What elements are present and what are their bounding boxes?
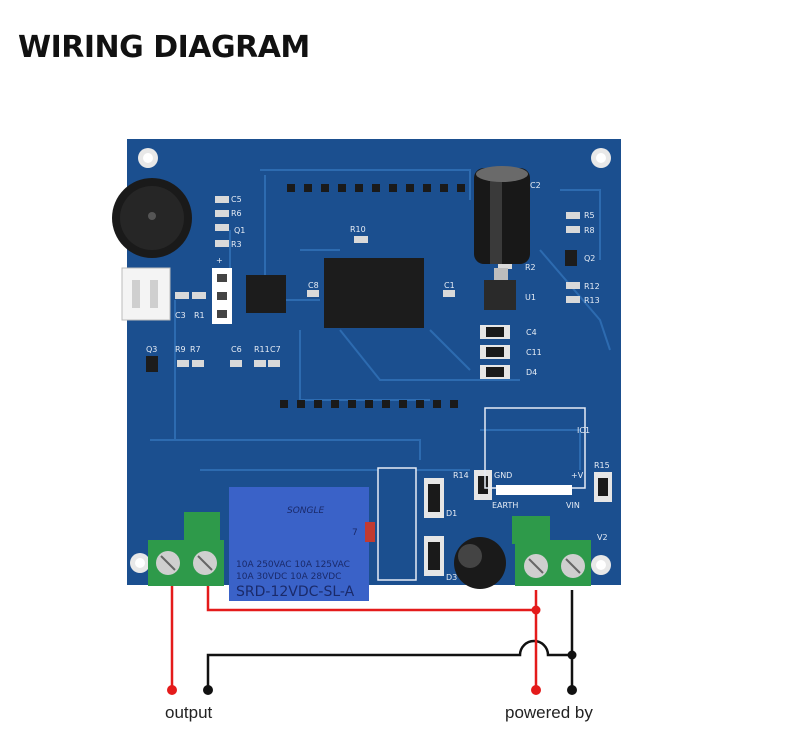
label-c8: C8 — [308, 281, 319, 290]
label-c7: C7 — [270, 345, 281, 354]
label-c6: C6 — [231, 345, 242, 354]
chips — [146, 250, 577, 372]
label-v2: V2 — [597, 533, 608, 542]
display-header-top — [287, 184, 465, 192]
pcb-traces — [150, 169, 611, 471]
label-d1: D1 — [446, 509, 457, 518]
label-gnd: GND — [494, 471, 512, 480]
power-black-terminal-dot — [567, 685, 577, 695]
relay-cert: 7 — [352, 528, 358, 538]
label-plusv: +V — [571, 471, 584, 480]
electrolytic-capacitor-d3 — [454, 537, 506, 589]
label-q2: Q2 — [584, 254, 595, 263]
pcb-board — [127, 139, 621, 585]
label-c2: C2 — [530, 181, 541, 190]
buzzer — [112, 178, 192, 258]
junction-black-dot — [567, 650, 577, 660]
label-u1: U1 — [525, 293, 536, 302]
label-r15: R15 — [594, 461, 610, 470]
jst-connector — [121, 267, 171, 321]
label-r3: R3 — [231, 240, 242, 249]
diodes — [424, 470, 612, 576]
label-c1: C1 — [444, 281, 455, 290]
silkscreen-labels: C5 R6 Q1 R3 + R10 C2 R5 R8 Q2 R2 U1 R12 … — [146, 181, 610, 582]
wire-output-black — [206, 639, 572, 690]
earth-strip — [496, 485, 572, 495]
output-label: output — [165, 703, 213, 722]
label-r11: R11 — [254, 345, 270, 354]
output-black-terminal-dot — [203, 685, 213, 695]
label-r14: R14 — [453, 471, 469, 480]
ix-module — [377, 467, 417, 581]
label-q3: Q3 — [146, 345, 157, 354]
label-c11: C11 — [526, 348, 542, 357]
label-d3: D3 — [446, 573, 457, 582]
label-r10: R10 — [350, 225, 366, 234]
label-r5: R5 — [584, 211, 595, 220]
electrolytic-capacitor-c2 — [474, 166, 530, 264]
relay: SONGLE 7 10A 250VAC 10A 125VAC 10A 30VDC… — [229, 487, 375, 601]
label-r8: R8 — [584, 226, 595, 235]
powered-by-label: powered by — [505, 703, 593, 722]
label-c5: C5 — [231, 195, 242, 204]
power-red-terminal-dot — [531, 685, 541, 695]
label-vin: VIN — [566, 501, 580, 510]
label-r1: R1 — [194, 311, 205, 320]
label-r6: R6 — [231, 209, 242, 218]
label-earth: EARTH — [492, 501, 518, 510]
wire-relay-to-power-red — [206, 586, 536, 612]
terminal-block-power — [512, 516, 591, 586]
label-r2: R2 — [525, 263, 536, 272]
smd-parts — [175, 196, 580, 367]
label-d4: D4 — [526, 368, 537, 377]
label-r9: R9 — [175, 345, 186, 354]
output-red-terminal-dot — [167, 685, 177, 695]
wire-endpoints — [167, 605, 577, 695]
label-ic1: IC1 — [577, 426, 590, 435]
label-q1: Q1 — [234, 226, 245, 235]
label-r7: R7 — [190, 345, 201, 354]
relay-rating-line1: 10A 250VAC 10A 125VAC — [236, 560, 350, 570]
label-r13: R13 — [584, 296, 600, 305]
mounting-holes — [130, 148, 611, 575]
terminal-block-output — [148, 512, 224, 586]
label-r12: R12 — [584, 282, 600, 291]
label-plus: + — [216, 256, 223, 265]
page-title: WIRING DIAGRAM — [18, 30, 310, 65]
relay-brand: SONGLE — [287, 506, 325, 516]
relay-model: SRD-12VDC-SL-A — [236, 584, 355, 600]
label-c4: C4 — [526, 328, 537, 337]
relay-rating-line2: 10A 30VDC 10A 28VDC — [236, 572, 341, 582]
label-c3: C3 — [175, 311, 186, 320]
wires — [170, 586, 574, 690]
display-header-bottom — [280, 400, 458, 408]
pin-header — [212, 268, 232, 324]
junction-red-dot — [531, 605, 541, 615]
tantalum-caps — [480, 325, 510, 379]
